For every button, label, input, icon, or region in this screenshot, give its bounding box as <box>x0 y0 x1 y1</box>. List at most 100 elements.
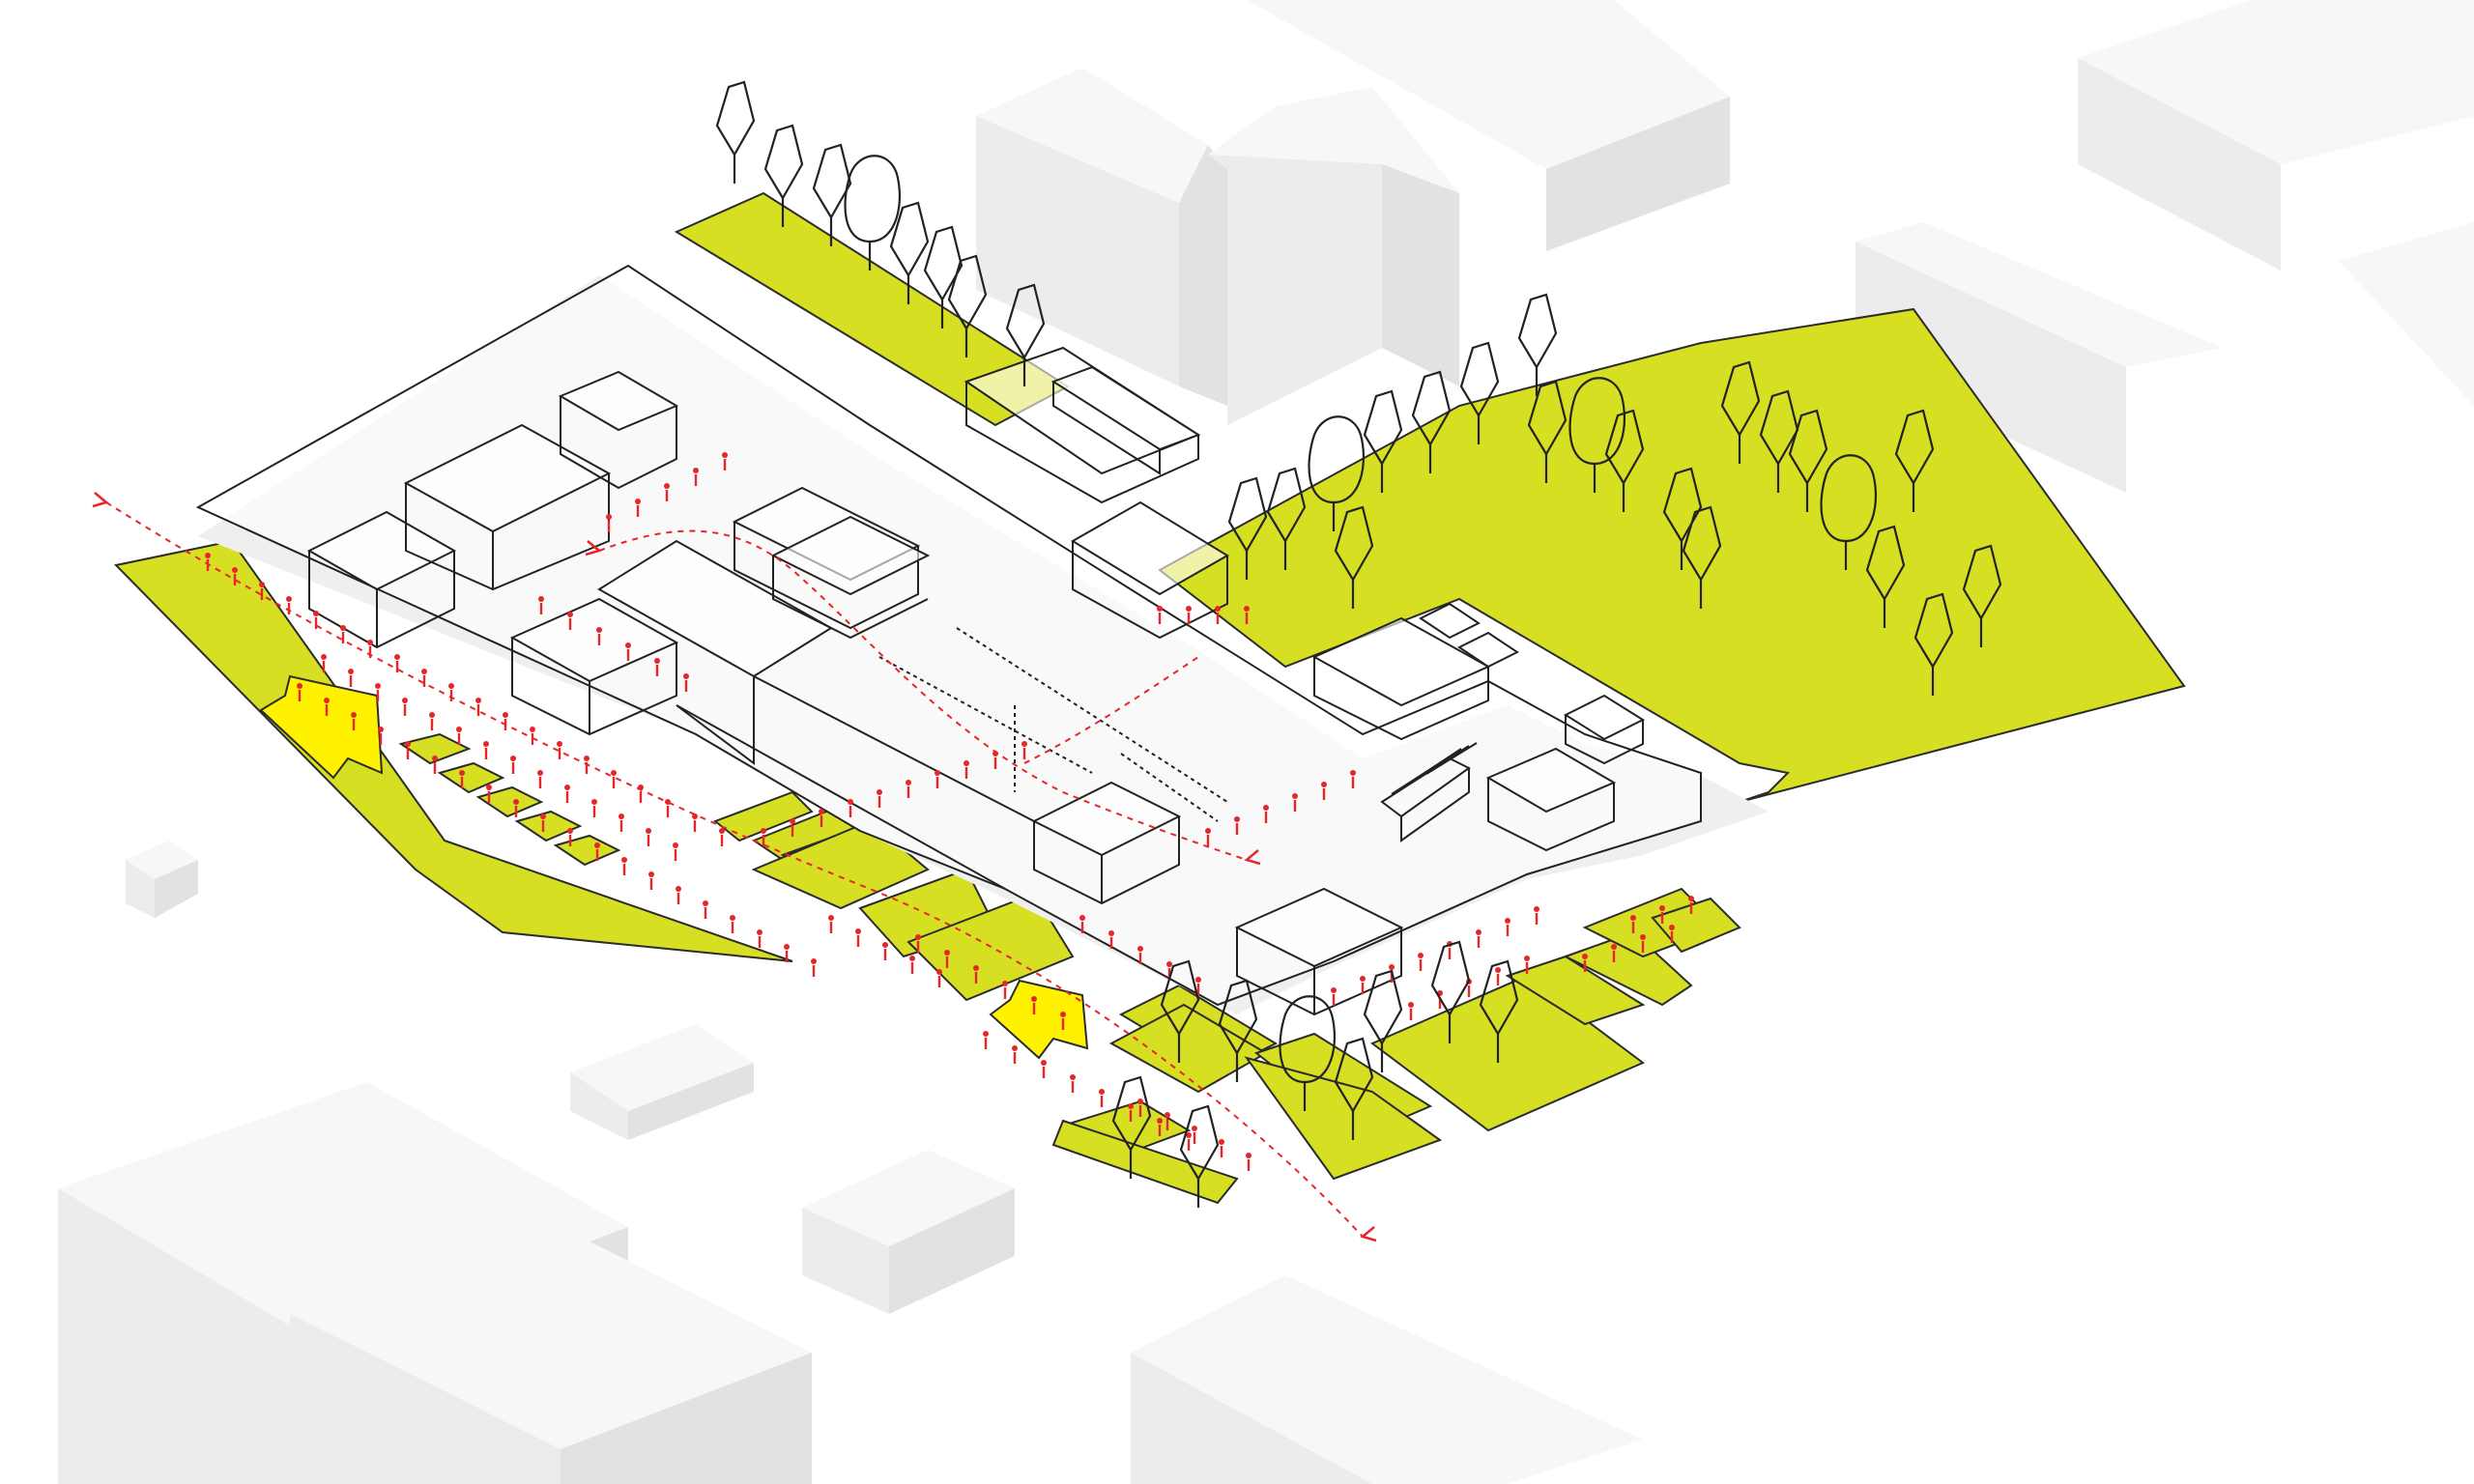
red-person-arrow-icon <box>1630 915 1636 933</box>
red-person-arrow-icon <box>611 770 617 788</box>
red-person-arrow-icon <box>456 727 462 745</box>
tree-icon <box>1720 360 1761 464</box>
tree-icon <box>1363 969 1403 1072</box>
context-block <box>1856 0 2474 493</box>
red-person-arrow-icon <box>1192 1126 1197 1144</box>
tree-icon <box>1913 592 1954 696</box>
tree-icon <box>1865 525 1906 628</box>
red-person-arrow-icon <box>683 673 689 692</box>
red-person-arrow-icon <box>402 698 408 716</box>
context-block <box>126 841 198 918</box>
red-person-arrow-icon <box>757 929 762 948</box>
red-person-arrow-icon <box>321 654 327 672</box>
red-person-arrow-icon <box>1418 953 1424 971</box>
red-person-arrow-icon <box>486 785 492 803</box>
red-person-arrow-icon <box>719 828 725 846</box>
tree-icon <box>1430 940 1471 1043</box>
red-person-arrow-icon <box>1186 606 1192 624</box>
red-person-arrow-icon <box>1234 816 1240 835</box>
red-person-arrow-icon <box>992 751 998 769</box>
red-person-arrow-icon <box>1263 805 1269 823</box>
red-person-arrow-icon <box>1582 954 1588 972</box>
glazing-lines <box>676 627 1228 890</box>
context-block <box>802 1150 1015 1314</box>
red-person-arrow-icon <box>421 669 427 687</box>
red-person-arrow-icon <box>1195 977 1201 995</box>
red-person-arrow-icon <box>848 799 853 817</box>
volume-box <box>1234 887 1404 1016</box>
context-block <box>976 68 1459 425</box>
tree-icon <box>763 124 804 227</box>
red-person-arrow-icon <box>1002 981 1008 999</box>
red-person-arrow-icon <box>537 770 543 788</box>
red-person-arrow-icon <box>915 934 921 953</box>
flow-chevron-icon <box>1360 1226 1377 1242</box>
red-person-arrow-icon <box>1137 1099 1143 1117</box>
red-person-arrow-icon <box>313 611 319 629</box>
red-person-arrow-icon <box>405 741 411 759</box>
tree-icon <box>1308 415 1365 531</box>
green-lot <box>751 819 930 910</box>
tree-icon <box>1962 544 2002 647</box>
red-person-arrow-icon <box>1244 606 1250 624</box>
red-person-arrow-icon <box>882 942 888 960</box>
red-person-arrow-icon <box>375 683 381 701</box>
red-person-arrow-icon <box>394 654 400 672</box>
red-person-arrow-icon <box>530 727 535 745</box>
tree-icon <box>889 201 930 304</box>
volume-box <box>770 515 931 640</box>
flow-path <box>598 529 1248 861</box>
red-person-arrow-icon <box>584 756 590 774</box>
red-person-arrow-icon <box>557 741 562 759</box>
red-person-arrow-icon <box>510 756 516 774</box>
red-person-arrow-icon <box>811 958 817 977</box>
red-person-arrow-icon <box>784 944 790 962</box>
green-lot <box>398 732 472 765</box>
red-person-arrow-icon <box>591 799 597 817</box>
red-person-arrow-icon <box>935 770 940 788</box>
red-person-arrow-icon <box>1021 741 1027 759</box>
red-person-arrow-icon <box>1524 956 1530 974</box>
tree-icon <box>1788 409 1828 512</box>
flow-chevron-icon <box>1244 849 1261 866</box>
context-block <box>58 1024 812 1484</box>
red-person-arrow-icon <box>1060 1012 1066 1030</box>
red-person-arrow-icon <box>944 950 950 968</box>
roof-outline <box>195 264 1702 1007</box>
tree-icon <box>1682 505 1722 609</box>
red-person-arrow-icon <box>621 857 627 875</box>
red-person-arrow-icon <box>1099 1089 1105 1107</box>
tree-icon <box>1111 1075 1152 1179</box>
red-person-arrow-icon <box>606 514 612 532</box>
flow-path <box>1023 656 1199 764</box>
tree-icon <box>1179 1104 1220 1208</box>
red-person-arrow-icon <box>1165 1112 1170 1130</box>
red-person-arrow-icon <box>1350 770 1356 788</box>
entry-arrow-icon <box>259 674 384 780</box>
entry-arrow-icon <box>989 979 1089 1060</box>
volume-box <box>306 510 457 649</box>
volume-box <box>1031 781 1182 905</box>
red-person-arrow-icon <box>297 683 302 701</box>
tree-icon <box>1363 389 1403 493</box>
red-person-arrow-icon <box>367 640 373 658</box>
red-person-arrow-icon <box>1079 915 1085 933</box>
red-person-arrow-icon <box>538 596 544 614</box>
flow-chevron-icon <box>585 540 602 556</box>
red-person-arrow-icon <box>1611 944 1617 962</box>
red-person-arrow-icon <box>1205 828 1211 846</box>
staircase <box>1380 742 1478 842</box>
red-person-arrow-icon <box>483 741 489 759</box>
red-person-arrow-icon <box>1215 606 1221 624</box>
tree-icon <box>715 80 756 184</box>
red-person-arrow-icon <box>340 625 346 643</box>
red-person-arrow-icon <box>692 813 698 832</box>
pedestrian-flows <box>92 452 1694 1242</box>
tree-icon <box>1568 377 1625 493</box>
red-person-arrow-icon <box>1292 793 1298 812</box>
red-person-arrow-icon <box>638 785 644 803</box>
red-person-arrow-icon <box>475 698 481 716</box>
red-person-arrow-icon <box>618 813 624 832</box>
tree-icon <box>1479 959 1519 1063</box>
red-person-arrow-icon <box>1128 1103 1134 1122</box>
